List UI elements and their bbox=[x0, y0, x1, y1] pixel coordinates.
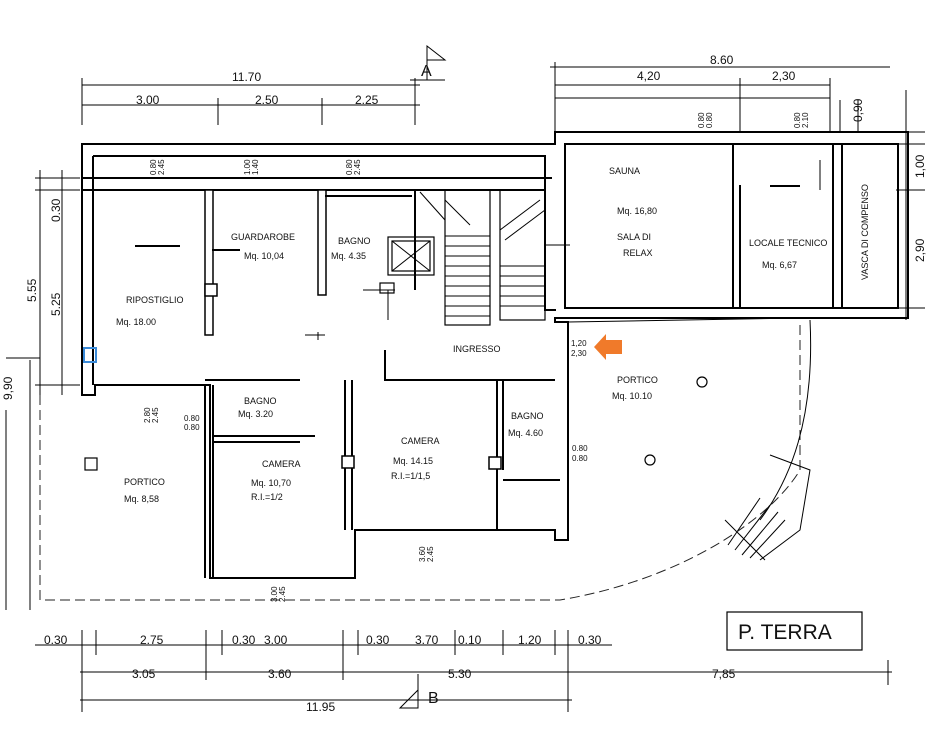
portico-outlines bbox=[5, 317, 812, 610]
room-camera1-area: Mq. 10,70 bbox=[251, 478, 291, 488]
room-camera2-name: CAMERA bbox=[401, 436, 440, 446]
room-sauna-area: Mq. 16,80 bbox=[617, 206, 657, 216]
opening-9-b: 0.80 bbox=[572, 454, 588, 463]
opening-6-a: 2.80 bbox=[143, 407, 152, 423]
opening-8-b: 2.45 bbox=[426, 546, 435, 562]
room-sauna-sub1: SALA DI bbox=[617, 232, 651, 242]
title-box bbox=[726, 611, 863, 651]
dim-bottom-9: 0.30 bbox=[578, 633, 602, 647]
entry-width: 1,20 bbox=[571, 339, 587, 348]
opening-8-a: 3.60 bbox=[418, 546, 427, 562]
room-ingresso-name: INGRESSO bbox=[453, 344, 501, 354]
room-camera2-ri: R.I.=1/1,5 bbox=[391, 471, 430, 481]
room-bagno1-name: BAGNO bbox=[338, 236, 371, 246]
dim-top-1: 3.00 bbox=[136, 93, 160, 107]
room-camera1-ri: R.I.=1/2 bbox=[251, 492, 283, 502]
room-sauna-sub2: RELAX bbox=[623, 248, 653, 258]
opening-5-b: 2.10 bbox=[801, 112, 810, 128]
elevator bbox=[363, 236, 435, 320]
dim-top-3: 2.25 bbox=[355, 93, 379, 107]
dim-bottom-13: 7,85 bbox=[712, 667, 736, 681]
room-bagno3-area: Mq. 4.60 bbox=[508, 428, 543, 438]
opening-labels: 0.80 2.45 1.00 1.40 0.80 2.45 0.80 0.80 … bbox=[143, 112, 810, 602]
dim-top-2: 2.50 bbox=[255, 93, 279, 107]
dim-top-total: 11.70 bbox=[232, 70, 261, 84]
dim-right-1: 0,90 bbox=[851, 98, 865, 122]
bottom-dimensions bbox=[35, 630, 892, 712]
room-portico-right-name: PORTICO bbox=[617, 375, 658, 385]
room-camera2-area: Mq. 14.15 bbox=[393, 456, 433, 466]
entry-height: 2,30 bbox=[571, 349, 587, 358]
dim-bottom-6: 3.70 bbox=[415, 633, 439, 647]
exterior-walls bbox=[81, 131, 909, 579]
dim-bottom-10: 3.05 bbox=[132, 667, 156, 681]
section-mark-b: B bbox=[428, 690, 439, 707]
opening-3-b: 2.45 bbox=[353, 159, 362, 175]
room-portico-right-area: Mq. 10.10 bbox=[612, 391, 652, 401]
opening-2-b: 1.40 bbox=[251, 159, 260, 175]
room-bagno3-name: BAGNO bbox=[511, 411, 544, 421]
opening-2-a: 1.00 bbox=[243, 159, 252, 175]
room-locale-name: LOCALE TECNICO bbox=[749, 238, 827, 248]
opening-7-a: 0.80 bbox=[184, 414, 200, 423]
dim-right-3: 2,90 bbox=[913, 238, 927, 262]
opening-1-b: 2.45 bbox=[157, 159, 166, 175]
stairs-portico bbox=[724, 497, 786, 561]
room-bagno1-area: Mq. 4.35 bbox=[331, 251, 366, 261]
room-portico-left-name: PORTICO bbox=[124, 477, 165, 487]
room-guardarobe-area: Mq. 10,04 bbox=[244, 251, 284, 261]
room-vasca-name: VASCA DI COMPENSO bbox=[860, 184, 870, 280]
entrance-arrow-icon bbox=[594, 334, 622, 360]
top-dimensions bbox=[81, 44, 890, 132]
room-labels: RIPOSTIGLIO Mq. 18.00 GUARDAROBE Mq. 10,… bbox=[116, 166, 870, 504]
dim-left-3: 5.55 bbox=[25, 278, 39, 302]
interior-walls bbox=[135, 144, 843, 578]
room-sauna-name: SAUNA bbox=[609, 166, 640, 176]
opening-9-a: 0.80 bbox=[572, 444, 588, 453]
section-mark-a: A bbox=[421, 63, 432, 80]
dim-left-1: 0.30 bbox=[49, 198, 63, 222]
room-camera1-name: CAMERA bbox=[262, 459, 301, 469]
dim-bottom-4: 3.00 bbox=[264, 633, 288, 647]
dim-left-2: 5.25 bbox=[49, 292, 63, 316]
opening-3-a: 0.80 bbox=[345, 159, 354, 175]
opening-10-b: 2.45 bbox=[278, 586, 287, 602]
dim-bottom-5: 0.30 bbox=[366, 633, 390, 647]
dim-right-2: 1,00 bbox=[913, 154, 927, 178]
room-ripostiglio-area: Mq. 18.00 bbox=[116, 317, 156, 327]
dim-left-4: 9,90 bbox=[1, 376, 15, 400]
opening-1-a: 0.80 bbox=[149, 159, 158, 175]
right-dimensions bbox=[896, 90, 925, 320]
dim-bottom-2: 2.75 bbox=[140, 633, 164, 647]
room-bagno2-name: BAGNO bbox=[244, 396, 277, 406]
room-locale-area: Mq. 6,67 bbox=[762, 260, 797, 270]
stairs-left bbox=[419, 189, 491, 326]
dim-bottom-12: 5.30 bbox=[448, 667, 472, 681]
window-marker bbox=[83, 347, 97, 363]
room-bagno2-area: Mq. 3.20 bbox=[238, 409, 273, 419]
opening-10-a: 3.00 bbox=[270, 586, 279, 602]
opening-7-b: 0.80 bbox=[184, 423, 200, 432]
dim-top-right-1: 4,20 bbox=[637, 69, 661, 83]
opening-5-a: 0.80 bbox=[793, 112, 802, 128]
room-ripostiglio-name: RIPOSTIGLIO bbox=[126, 295, 184, 305]
dim-top-right-total: 8.60 bbox=[710, 53, 734, 67]
room-portico-left-area: Mq. 8,58 bbox=[124, 494, 159, 504]
room-guardarobe-name: GUARDAROBE bbox=[231, 232, 295, 242]
plan-title: P. TERRA bbox=[738, 621, 832, 644]
dim-bottom-8: 1.20 bbox=[518, 633, 542, 647]
dim-bottom-total: 11.95 bbox=[306, 700, 335, 714]
opening-4-b: 0.80 bbox=[705, 112, 714, 128]
opening-6-b: 2.45 bbox=[151, 407, 160, 423]
dim-bottom-11: 3.60 bbox=[268, 667, 292, 681]
dim-bottom-7: 0.10 bbox=[458, 633, 482, 647]
dim-top-right-2: 2,30 bbox=[772, 69, 796, 83]
stairs-right bbox=[499, 189, 546, 321]
dim-bottom-3: 0.30 bbox=[232, 633, 256, 647]
left-dimensions bbox=[35, 170, 80, 395]
dim-bottom-1: 0.30 bbox=[44, 633, 68, 647]
opening-4-a: 0.80 bbox=[697, 112, 706, 128]
